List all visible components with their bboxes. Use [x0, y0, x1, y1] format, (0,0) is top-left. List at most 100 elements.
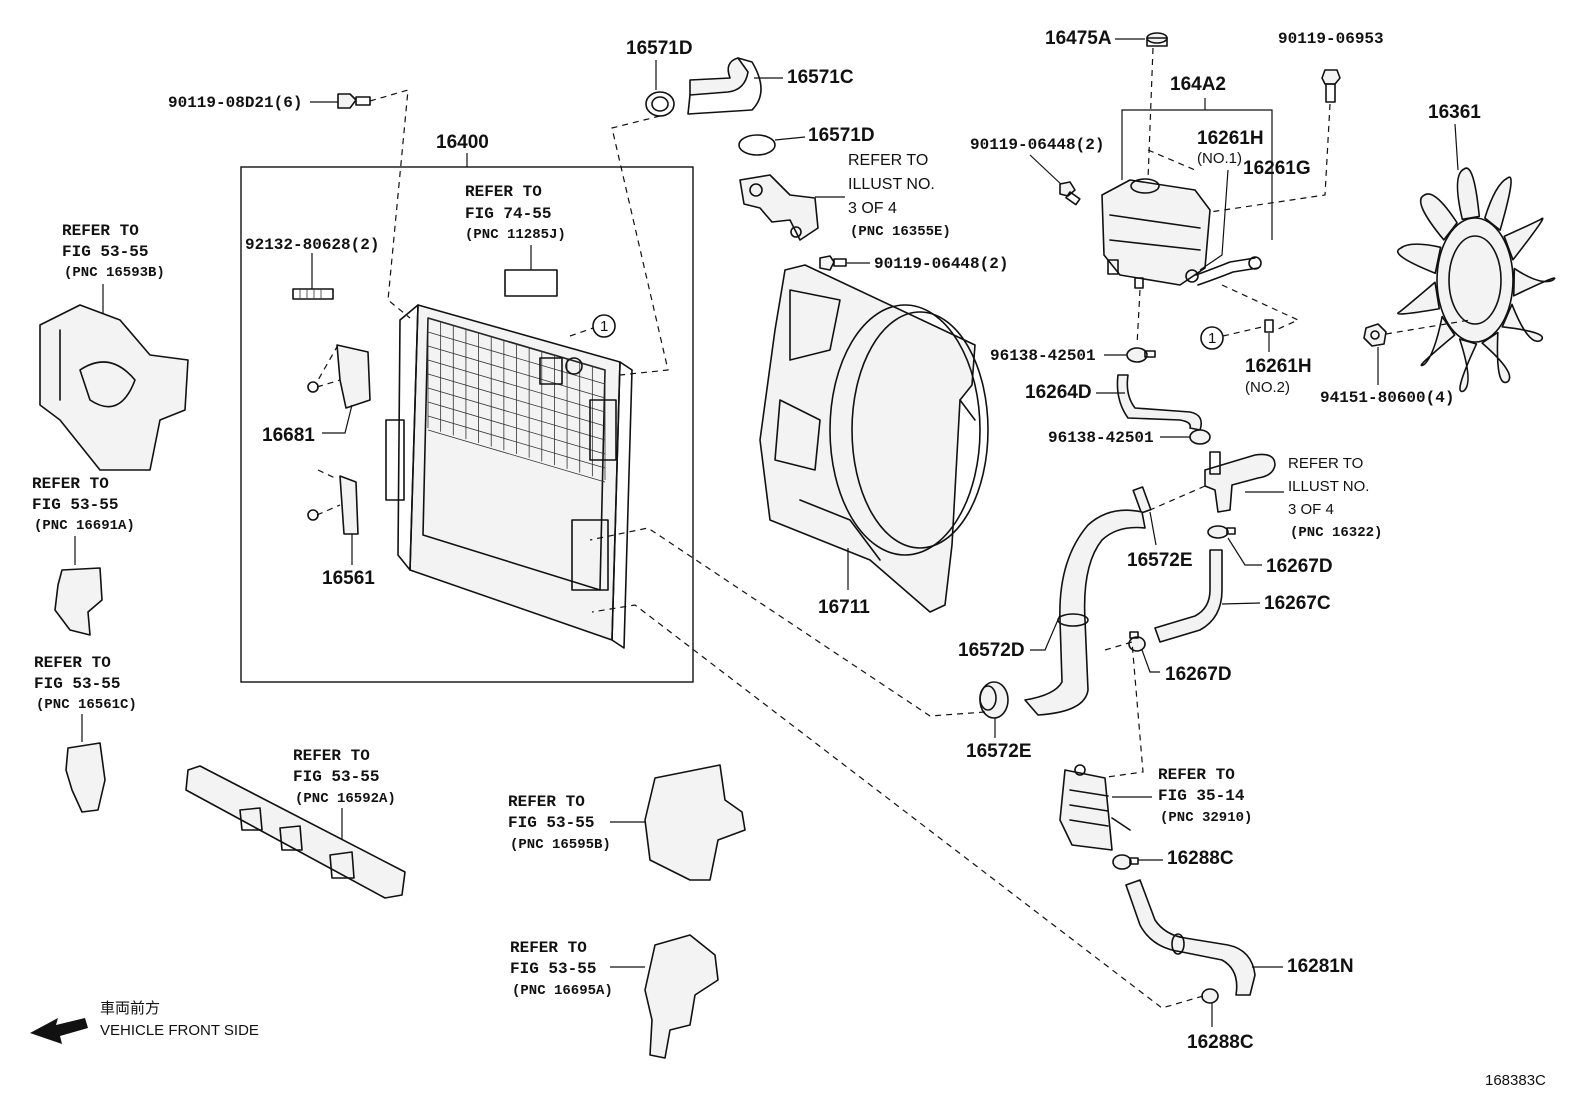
clamp-16288C-b — [1201, 988, 1219, 1004]
ref-16592A-line2: FIG 53-55 — [293, 768, 379, 786]
label-90119-06953: 90119-06953 — [1278, 30, 1384, 48]
ref-16355E-line1: REFER TO — [848, 152, 928, 169]
ref-16355E-line2: ILLUST NO. — [848, 176, 935, 193]
ref-32910-line2: FIG 35-14 — [1158, 787, 1245, 805]
water-outlet-16322 — [1204, 451, 1276, 513]
cap-16475A — [1146, 32, 1168, 47]
svg-text:1: 1 — [600, 318, 608, 335]
label-16572E-b: 16572E — [966, 741, 1032, 762]
label-96138-b: 96138-42501 — [1048, 429, 1154, 447]
bolt-90119-06448-shroud — [819, 255, 847, 271]
cooling-fan-16361 — [1397, 167, 1556, 393]
label-16400: 16400 — [436, 132, 489, 153]
stud-bolt-92132 — [292, 288, 334, 300]
bolt-90119-06448-reservoir — [1059, 181, 1081, 206]
hose-16261G — [1185, 256, 1262, 286]
hose-16264D — [1116, 374, 1203, 431]
ref-16595B-line2: FIG 53-55 — [508, 814, 594, 832]
label-no1: (NO.1) — [1197, 150, 1242, 167]
hose-16572D — [1024, 509, 1146, 716]
label-16571D-top: 16571D — [626, 38, 693, 59]
label-16711: 16711 — [818, 597, 870, 618]
label-16267C: 16267C — [1264, 593, 1331, 614]
bracket-16681 — [336, 344, 371, 409]
ref-16595B-line1: REFER TO — [508, 793, 585, 811]
air-guide-16561C — [65, 742, 106, 813]
clamp-16571D-top — [645, 91, 675, 117]
air-guide-16593B — [39, 304, 189, 471]
clamp-16571D-mid — [738, 134, 776, 156]
label-16267D-a: 16267D — [1266, 556, 1333, 577]
reservoir-tank-164A2 — [1101, 178, 1211, 289]
label-plate — [504, 269, 558, 297]
bracket-16561 — [339, 475, 359, 535]
label-16288C-b: 16288C — [1187, 1032, 1254, 1053]
label-16261H-no1: 16261H — [1197, 128, 1264, 149]
direction-en: VEHICLE FRONT SIDE — [100, 1022, 259, 1039]
bolt-90119-06953 — [1321, 69, 1341, 103]
direction-jp: 車両前方 — [100, 1000, 160, 1017]
label-16264D: 16264D — [1025, 382, 1092, 403]
label-16267D-b: 16267D — [1165, 664, 1232, 685]
clip-16261H-no2 — [1264, 319, 1274, 333]
svg-text:1: 1 — [1208, 330, 1216, 347]
label-16561: 16561 — [322, 568, 375, 589]
label-no2: (NO.2) — [1245, 379, 1290, 396]
ref-16355E-line3: 3 OF 4 — [848, 200, 897, 217]
water-inlet-16355E — [739, 174, 819, 241]
ref-16561C-line2: FIG 53-55 — [34, 675, 120, 693]
ref-16561C-line3: (PNC 16561C) — [36, 697, 137, 713]
label-16572E-a: 16572E — [1127, 550, 1193, 571]
ref-16695A-line1: REFER TO — [510, 939, 587, 957]
ref-16595B-line3: (PNC 16595B) — [510, 837, 611, 853]
ref-16695A-line3: (PNC 16695A) — [512, 983, 613, 999]
fan-shroud-16711 — [759, 264, 989, 613]
ref-16355E-line4: (PNC 16355E) — [850, 224, 951, 240]
label-90119-06448-b: 90119-06448(2) — [874, 255, 1008, 273]
label-16281N: 16281N — [1287, 956, 1354, 977]
label-164A2: 164A2 — [1170, 74, 1226, 95]
label-16475A: 16475A — [1045, 28, 1112, 49]
hose-16267C — [1154, 549, 1223, 643]
ref-16592A-line3: (PNC 16592A) — [295, 791, 396, 807]
air-guide-16595B — [644, 764, 746, 881]
label-90119-06448-a: 90119-06448(2) — [970, 136, 1104, 154]
diagram-id: 168383C — [1485, 1072, 1546, 1089]
ref-16691A-line2: FIG 53-55 — [32, 496, 118, 514]
ref-16691A-line1: REFER TO — [32, 475, 109, 493]
ref-16593B-line3: (PNC 16593B) — [64, 265, 165, 281]
vehicle-front-arrow — [30, 1018, 88, 1044]
ref-16593B-line1: REFER TO — [62, 222, 139, 240]
ref-16593B-line2: FIG 53-55 — [62, 243, 148, 261]
ref-16322-line2: ILLUST NO. — [1288, 478, 1369, 495]
air-guide-16695A — [644, 934, 719, 1059]
oil-cooler-32910 — [1059, 764, 1131, 851]
nut-94151 — [1363, 323, 1387, 347]
ref-16592A-line1: REFER TO — [293, 747, 370, 765]
clamp-16267D-a — [1207, 525, 1236, 539]
callout-1-hose — [1200, 326, 1224, 350]
clamp-96138-b — [1189, 429, 1211, 445]
clamp-16572E-b — [979, 681, 1009, 719]
label-16572D: 16572D — [958, 640, 1025, 661]
label-90119-08D21: 90119-08D21(6) — [168, 94, 302, 112]
ref-16695A-line2: FIG 53-55 — [510, 960, 596, 978]
ref-11285J-line3: (PNC 11285J) — [465, 227, 566, 243]
clamp-96138-a — [1126, 347, 1156, 363]
label-16571D-mid: 16571D — [808, 125, 875, 146]
label-16288C-a: 16288C — [1167, 848, 1234, 869]
label-16261G: 16261G — [1243, 158, 1311, 179]
air-guide-16691A — [54, 567, 103, 636]
clamp-16288C-a — [1112, 854, 1139, 870]
ref-16322-line4: (PNC 16322) — [1290, 525, 1382, 541]
label-16261H-no2: 16261H — [1245, 356, 1312, 377]
ref-16561C-line1: REFER TO — [34, 654, 111, 672]
label-16571C: 16571C — [787, 67, 854, 88]
label-94151: 94151-80600(4) — [1320, 389, 1454, 407]
air-guide-16592A — [185, 765, 406, 899]
label-92132: 92132-80628(2) — [245, 236, 379, 254]
clamp-16267D-b — [1128, 631, 1146, 652]
ref-11285J-line1: REFER TO — [465, 183, 542, 201]
ref-11285J-line2: FIG 74-55 — [465, 205, 551, 223]
